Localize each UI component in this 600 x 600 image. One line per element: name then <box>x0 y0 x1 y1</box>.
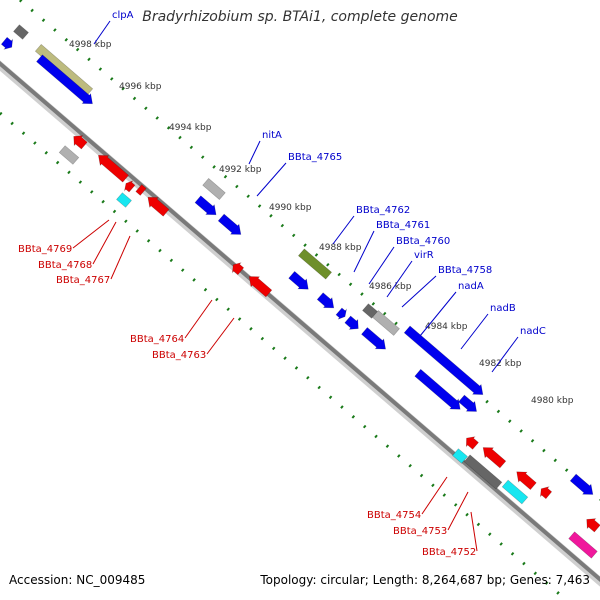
reverse-gene-arrow[interactable] <box>586 518 600 533</box>
forward-gene-arrow[interactable] <box>36 54 93 105</box>
darkgray-feature-arrow[interactable] <box>13 24 29 40</box>
label-leader-line <box>256 162 287 197</box>
cyan-feature-arrow[interactable] <box>116 192 132 208</box>
forward-gene-label[interactable]: BBta_4762 <box>356 205 410 216</box>
genome-backbone <box>0 60 600 583</box>
darkgray-feature-arrow[interactable] <box>362 303 378 319</box>
kbp-tick-label: 4980 kbp <box>531 396 574 406</box>
reverse-gene-arrow[interactable] <box>147 196 170 217</box>
forward-gene-label[interactable]: nadC <box>520 326 546 337</box>
label-leader-line <box>491 336 519 373</box>
reverse-gene-label[interactable]: BBta_4752 <box>422 547 476 558</box>
label-leader-line <box>248 140 261 165</box>
label-leader-line <box>353 230 375 273</box>
accession-text: Accession: NC_009485 <box>9 573 146 587</box>
reverse-gene-label[interactable]: BBta_4769 <box>18 244 72 255</box>
magenta-feature-arrow[interactable] <box>568 531 598 559</box>
label-leader-line <box>184 299 213 339</box>
label-leader-line <box>421 476 448 515</box>
reverse-gene-arrow[interactable] <box>248 276 273 298</box>
lower-scale-line <box>0 111 569 600</box>
forward-gene-arrow[interactable] <box>335 307 348 320</box>
forward-gene-arrow[interactable] <box>403 325 484 395</box>
forward-gene-label[interactable]: BBta_4760 <box>396 236 450 247</box>
kbp-tick-label: 4998 kbp <box>69 40 112 50</box>
kbp-tick-label: 4992 kbp <box>219 165 262 175</box>
forward-gene-label[interactable]: virR <box>414 250 434 261</box>
reverse-gene-arrow[interactable] <box>98 154 130 183</box>
label-leader-line <box>93 20 111 45</box>
label-leader-line <box>401 275 437 308</box>
kbp-tick-label: 4986 kbp <box>369 282 412 292</box>
reverse-gene-arrow[interactable] <box>232 262 245 276</box>
kbp-tick-label: 4996 kbp <box>119 82 162 92</box>
kbp-tick-label: 4990 kbp <box>269 203 312 213</box>
forward-gene-label[interactable]: BBta_4765 <box>288 152 342 163</box>
forward-gene-arrow[interactable] <box>316 292 335 309</box>
gray-feature-arrow[interactable] <box>58 145 80 165</box>
label-leader-line <box>470 511 478 552</box>
label-leader-line <box>386 260 413 298</box>
label-leader-line <box>332 215 355 245</box>
reverse-gene-arrow[interactable] <box>465 436 479 450</box>
reverse-gene-arrow[interactable] <box>123 180 136 193</box>
label-leader-line <box>419 291 457 337</box>
reverse-gene-label[interactable]: BBta_4754 <box>367 510 421 521</box>
reverse-gene-arrow[interactable] <box>516 471 537 491</box>
forward-gene-label[interactable]: nadB <box>490 303 516 314</box>
gray-feature-arrow[interactable] <box>372 310 400 336</box>
forward-gene-arrow[interactable] <box>217 213 242 235</box>
reverse-gene-label[interactable]: BBta_4764 <box>130 334 184 345</box>
forward-gene-arrow[interactable] <box>569 473 594 495</box>
label-leader-line <box>110 235 131 280</box>
forward-gene-arrow[interactable] <box>0 36 13 50</box>
kbp-tick-label: 4984 kbp <box>425 322 468 332</box>
topology-text: Topology: circular; Length: 8,264,687 bp… <box>260 573 590 587</box>
reverse-gene-arrow[interactable] <box>482 447 507 469</box>
label-leader-line <box>460 313 489 350</box>
forward-gene-arrow[interactable] <box>194 195 217 216</box>
reverse-gene-label[interactable]: BBta_4767 <box>56 275 110 286</box>
forward-gene-arrow[interactable] <box>288 270 309 290</box>
kbp-tick-label: 4994 kbp <box>169 123 212 133</box>
genome-title: Bradyrhizobium sp. BTAi1, complete genom… <box>142 9 458 25</box>
kbp-tick-label: 4988 kbp <box>319 243 362 253</box>
label-leader-line <box>72 219 110 249</box>
forward-gene-label[interactable]: clpA <box>112 10 134 21</box>
label-leader-line <box>447 491 469 531</box>
forward-gene-label[interactable]: BBta_4758 <box>438 265 492 276</box>
gray-feature-arrow[interactable] <box>202 177 226 201</box>
label-leader-line <box>92 221 117 265</box>
forward-gene-arrow[interactable] <box>344 315 359 330</box>
reverse-gene-arrow[interactable] <box>135 184 147 196</box>
reverse-gene-label[interactable]: BBta_4753 <box>393 526 447 537</box>
olive-feature-arrow[interactable] <box>34 43 94 97</box>
reverse-gene-label[interactable]: BBta_4768 <box>38 260 92 271</box>
reverse-gene-label[interactable]: BBta_4763 <box>152 350 206 361</box>
forward-gene-label[interactable]: BBta_4761 <box>376 220 430 231</box>
reverse-gene-arrow[interactable] <box>540 486 553 500</box>
kbp-tick-label: 4982 kbp <box>479 359 522 369</box>
forward-gene-arrow[interactable] <box>414 368 461 410</box>
forward-gene-arrow[interactable] <box>458 394 477 412</box>
forward-gene-label[interactable]: nitA <box>262 130 282 141</box>
forward-gene-arrow[interactable] <box>361 327 386 350</box>
cyan-feature-arrow[interactable] <box>501 479 529 505</box>
green-feature-arrow[interactable] <box>297 248 333 280</box>
label-leader-line <box>206 317 235 355</box>
cyan-feature-arrow[interactable] <box>452 448 468 464</box>
forward-gene-label[interactable]: nadA <box>458 281 484 292</box>
darkgray-feature-arrow[interactable] <box>463 454 503 490</box>
label-leader-line <box>368 246 395 285</box>
reverse-gene-arrow[interactable] <box>73 135 88 150</box>
